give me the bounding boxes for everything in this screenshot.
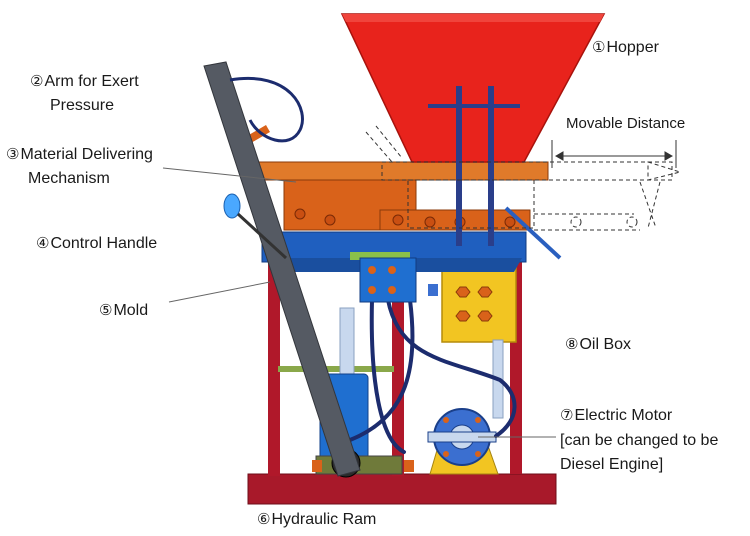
oil-box	[441, 261, 517, 419]
electric-motor	[427, 408, 499, 475]
label-hydraulic-ram: ⑥Hydraulic Ram	[257, 510, 376, 529]
label-text: Control Handle	[50, 235, 158, 252]
label-material-line2: Mechanism	[28, 169, 110, 188]
label-text: Hydraulic Ram	[271, 511, 377, 528]
label-electric-motor: ⑦Electric Motor	[560, 406, 672, 425]
hopper	[340, 13, 606, 163]
label-text: Material Delivering	[20, 146, 153, 163]
label-arm-line2: Pressure	[50, 96, 114, 115]
label-number: ⑧	[565, 335, 579, 353]
label-number: ④	[36, 234, 50, 252]
pressure-arm	[203, 61, 361, 477]
label-number: ①	[592, 38, 606, 56]
label-number: ⑥	[257, 510, 271, 528]
label-oil-box: ⑧Oil Box	[565, 335, 631, 354]
label-movable-distance: Movable Distance	[566, 115, 686, 132]
label-electric-motor-line2: [can be changed to be	[560, 431, 718, 450]
label-text: [can be changed to be	[560, 432, 719, 449]
hopper-top-rim	[342, 14, 604, 22]
label-text: Electric Motor	[574, 407, 673, 424]
arm-wire	[229, 77, 304, 143]
label-text: Mold	[113, 302, 149, 319]
base-platform	[247, 473, 557, 505]
label-hopper: ①Hopper	[592, 38, 659, 57]
label-text: Arm for Exert	[44, 73, 139, 90]
control-handle	[223, 193, 288, 260]
movable-outline	[365, 125, 682, 231]
label-text: Pressure	[50, 97, 115, 114]
material-delivering-box	[240, 125, 549, 231]
label-text: Hopper	[606, 39, 659, 56]
label-text: Oil Box	[579, 336, 632, 353]
label-control-handle: ④Control Handle	[36, 234, 157, 253]
valve-block	[350, 252, 438, 303]
label-number: ⑤	[99, 301, 113, 319]
label-material: ③Material Delivering	[6, 145, 153, 164]
label-mold: ⑤Mold	[99, 301, 148, 320]
angled-rod	[504, 206, 562, 260]
label-number: ②	[30, 72, 44, 90]
guide-rod	[488, 86, 494, 246]
label-number: ③	[6, 145, 20, 163]
label-electric-motor-line3: Diesel Engine]	[560, 455, 663, 474]
frame-leg-mid	[392, 260, 404, 476]
guide-rod	[456, 86, 462, 246]
frame-leg-left	[268, 230, 280, 476]
label-text: Diesel Engine]	[560, 456, 664, 473]
leader-lines	[162, 167, 556, 438]
hydraulic-pipes	[348, 298, 517, 454]
movable-distance-arrow	[551, 140, 677, 168]
label-number: ⑦	[560, 406, 574, 424]
label-text: Mechanism	[28, 170, 110, 187]
label-arm: ②Arm for Exert	[30, 72, 139, 91]
frame-crossbar	[278, 366, 394, 372]
